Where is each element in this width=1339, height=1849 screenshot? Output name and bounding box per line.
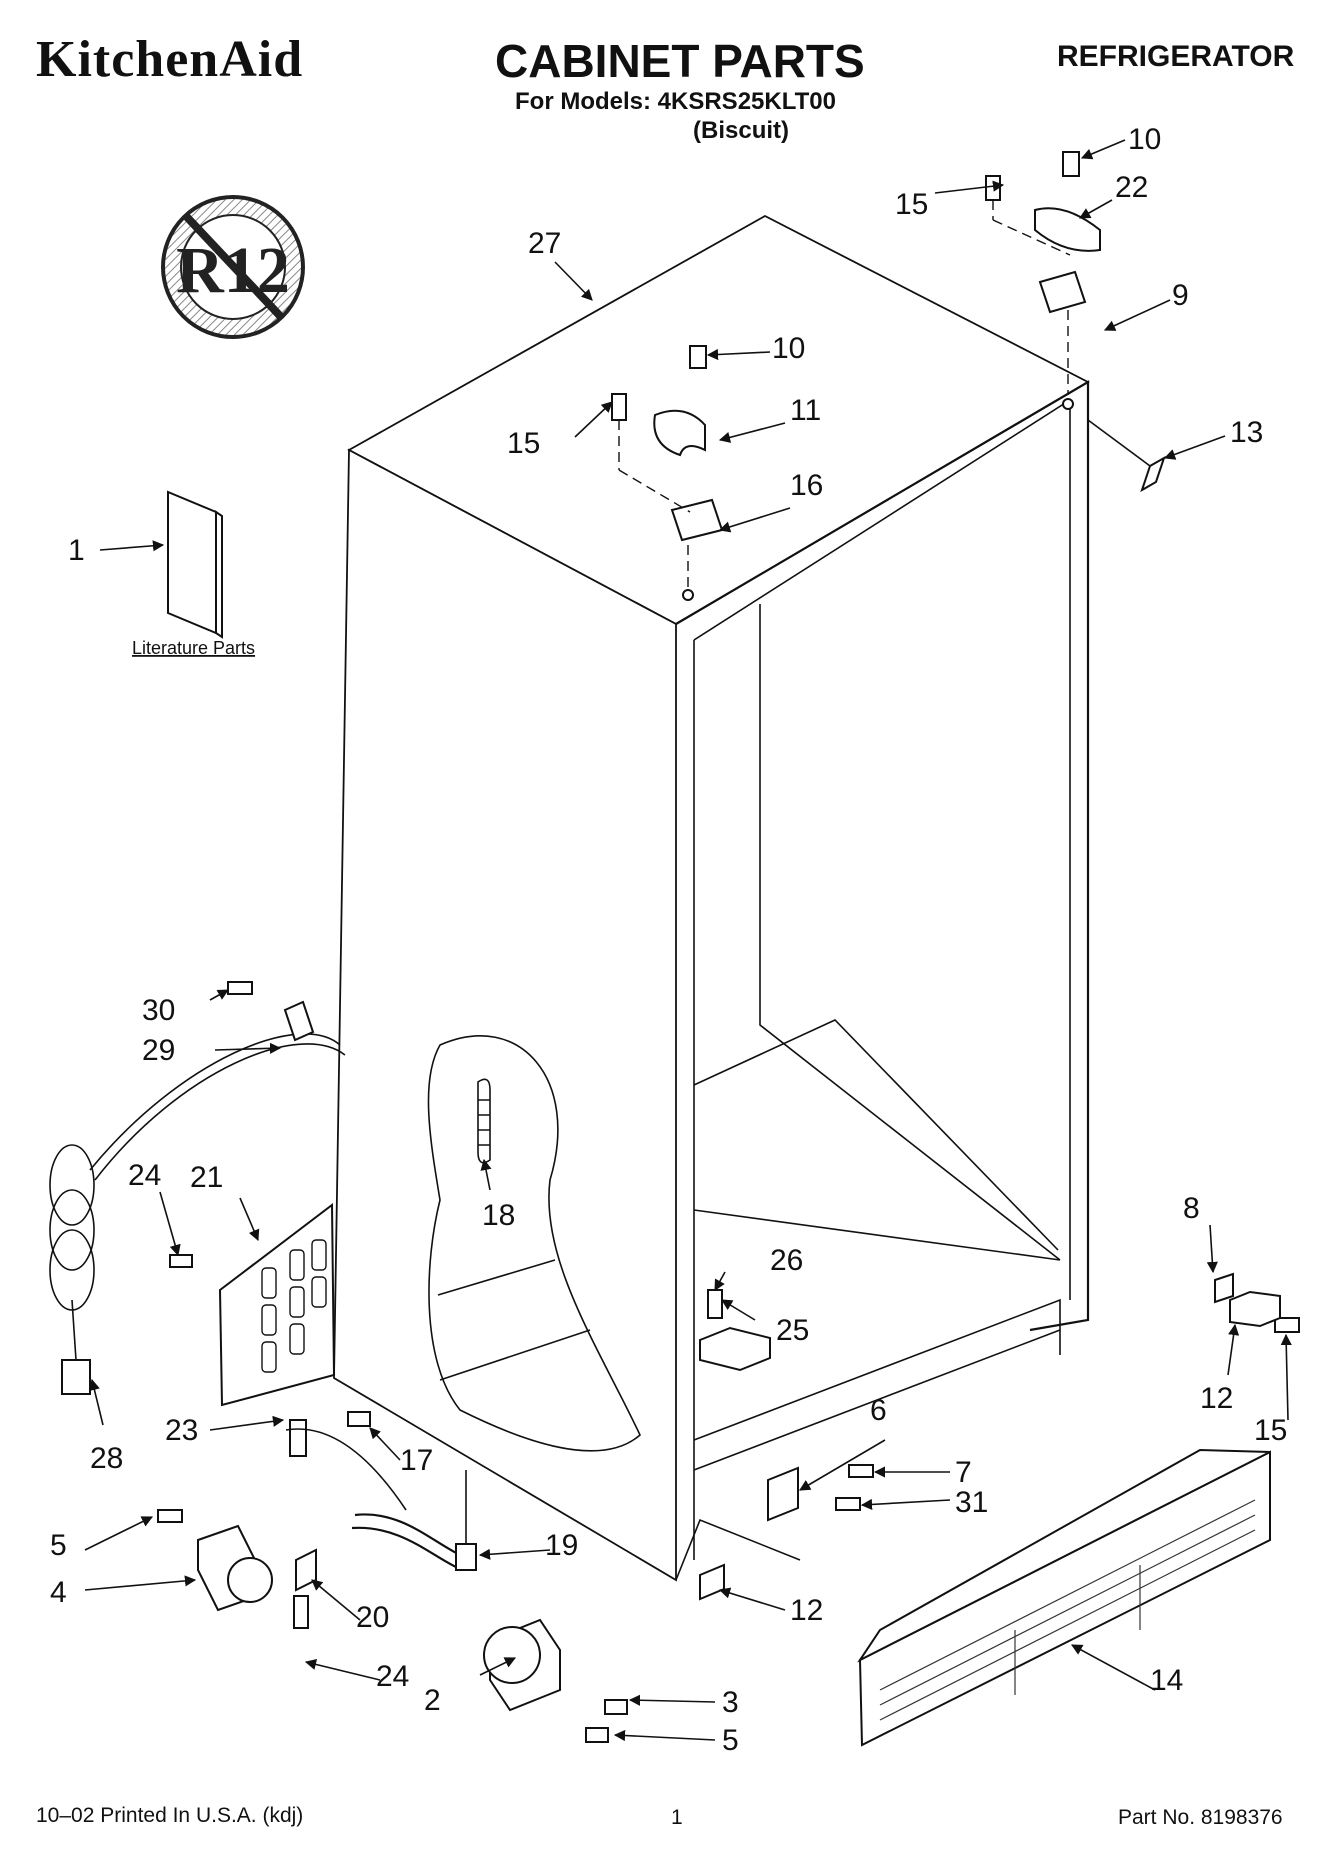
callout-2: 2 [424,1684,441,1717]
callout-5b: 5 [722,1724,739,1757]
callout-30: 30 [142,994,175,1027]
cabinet-body [333,214,1090,1582]
page-number: 1 [671,1806,683,1829]
callout-17: 17 [400,1444,433,1477]
callout-12a: 12 [1200,1382,1233,1415]
callout-16: 16 [790,469,823,502]
callout-4: 4 [50,1576,67,1609]
back-panel-icon [218,1203,336,1407]
color-variant: (Biscuit) [693,117,789,144]
callout-31: 31 [955,1486,988,1519]
callout-19: 19 [545,1529,578,1562]
callout-7: 7 [955,1456,972,1489]
callout-8: 8 [1183,1192,1200,1225]
leader-lines [84,139,1292,1742]
callout-10b: 10 [772,332,805,365]
callout-21: 21 [190,1161,223,1194]
toe-grille-icon [857,1448,1271,1747]
brackets-icon [285,1272,1281,1601]
roller-assembly-icon [197,1524,561,1712]
callout-15c: 15 [1254,1414,1287,1447]
callout-15a: 15 [895,188,928,221]
callout-23: 23 [165,1414,198,1447]
callout-24a: 24 [128,1159,161,1192]
callout-12b: 12 [790,1594,823,1627]
callout-15b: 15 [507,427,540,460]
callout-labels: 1 2 3 4 5 5 6 7 8 9 10 10 11 12 12 13 14… [50,123,1287,1757]
literature-parts-label: Literature Parts [132,638,255,658]
callout-27: 27 [528,227,561,260]
callout-6: 6 [870,1394,887,1427]
callout-13: 13 [1230,416,1263,449]
callout-9: 9 [1172,279,1189,312]
callout-20: 20 [356,1601,389,1634]
top-hinge-left [611,345,724,601]
callout-29: 29 [142,1034,175,1067]
product-type: REFRIGERATOR [1057,40,1295,73]
callout-24b: 24 [376,1660,409,1693]
callout-5a: 5 [50,1529,67,1562]
callout-14: 14 [1150,1664,1183,1697]
part-number: Part No. 8198376 [1118,1806,1283,1829]
callout-3: 3 [722,1686,739,1719]
drain-tube-icon [351,1470,477,1571]
top-hinge-right [985,151,1101,410]
callout-26: 26 [770,1244,803,1277]
no-r12-icon: R12 [161,195,305,339]
literature-booklet-icon [167,490,223,639]
callout-28: 28 [90,1442,123,1475]
brand-logo: KitchenAid [36,31,304,88]
plug-13-icon [1087,419,1166,493]
page-title: CABINET PARTS [495,35,865,87]
callout-10a: 10 [1128,123,1161,156]
callout-1: 1 [68,534,85,567]
power-cord-icon [49,1033,346,1395]
models-line: For Models: 4KSRS25KLT00 [515,88,836,115]
callout-25: 25 [776,1314,809,1347]
callout-22: 22 [1115,171,1148,204]
callout-11: 11 [790,394,821,427]
callout-18: 18 [482,1199,515,1232]
print-info: 10–02 Printed In U.S.A. (kdj) [36,1804,304,1827]
